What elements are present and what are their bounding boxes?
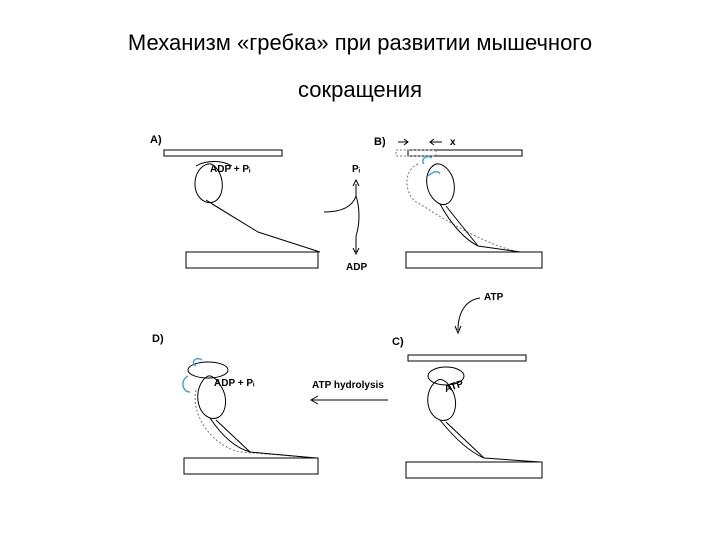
panel-d: D) ADP + Pᵢ [152, 333, 319, 475]
lever-arm-c [439, 419, 485, 459]
title-line-1: Механизм «гребка» при развитии мышечного [127, 30, 593, 55]
hydrolysis-arrow-head [309, 395, 319, 405]
pi-arrow-head [352, 178, 360, 187]
rotation-arrow-b-top [421, 155, 433, 165]
rotation-arrow-b-bottom [427, 171, 441, 177]
rotation-arrow-d-bottom [182, 375, 191, 393]
atp-curve [457, 297, 481, 331]
atp-label: ATP [484, 292, 504, 303]
tail-d [249, 451, 317, 459]
atp-head-label: ATP [443, 379, 465, 396]
lever-arm-a [205, 199, 259, 233]
release-curve [323, 194, 360, 237]
panel-label-a: A) [150, 134, 162, 146]
tail-b [477, 245, 521, 253]
adp-pi-label-a: ADP + Pᵢ [210, 164, 251, 175]
myosin-head-b [426, 163, 455, 206]
title-line-2: сокращения [297, 77, 423, 102]
myosin-head-c [427, 379, 456, 421]
adp-label: ADP [346, 262, 367, 273]
myosin-filament-b [405, 251, 543, 269]
actin-filament-c [407, 354, 527, 362]
panel-label-b: B) [374, 136, 386, 148]
pi-label: Pᵢ [352, 164, 361, 175]
panel-b: B) x [374, 136, 543, 269]
rotation-arrow-d-top [192, 357, 203, 367]
pi-adp-release-arrows: Pᵢ ADP [323, 164, 367, 273]
atp-hydrolysis-arrow: ATP hydrolysis [309, 380, 388, 405]
lever-arm-d [209, 417, 251, 453]
head-cap-d [187, 361, 229, 379]
x-label: x [450, 137, 456, 148]
panel-label-c: C) [392, 336, 404, 348]
atp-hydrolysis-label: ATP hydrolysis [312, 380, 384, 391]
head-previous-position-d [194, 389, 319, 459]
adp-pi-label-d: ADP + Pᵢ [214, 378, 255, 389]
head-previous-position-b [406, 163, 521, 253]
panel-a: A) ADP + Pᵢ [150, 134, 321, 269]
myosin-filament-a [185, 251, 319, 269]
tail-c [483, 457, 541, 463]
actin-filament-b [407, 149, 523, 157]
myosin-head-a [194, 163, 223, 204]
panel-c: C) ATP [392, 336, 543, 479]
actin-filament-a [163, 149, 283, 157]
adp-arrow-head [352, 247, 360, 256]
panel-label-d: D) [152, 333, 164, 345]
actin-previous-position-b [395, 149, 437, 157]
lever-arm-b [439, 203, 479, 247]
x-arrow-right-head [429, 138, 435, 146]
atp-bound-head-cap [427, 366, 465, 386]
x-arrow-left-head [403, 138, 409, 146]
myosin-filament-c [405, 461, 543, 479]
myosin-filament-d [183, 457, 319, 475]
head-cap-a [195, 161, 233, 167]
atp-arrow-head [454, 325, 462, 335]
myosin-head-d [197, 375, 226, 419]
tail-a [257, 231, 321, 253]
atp-binding-arrow: ATP [454, 292, 504, 335]
